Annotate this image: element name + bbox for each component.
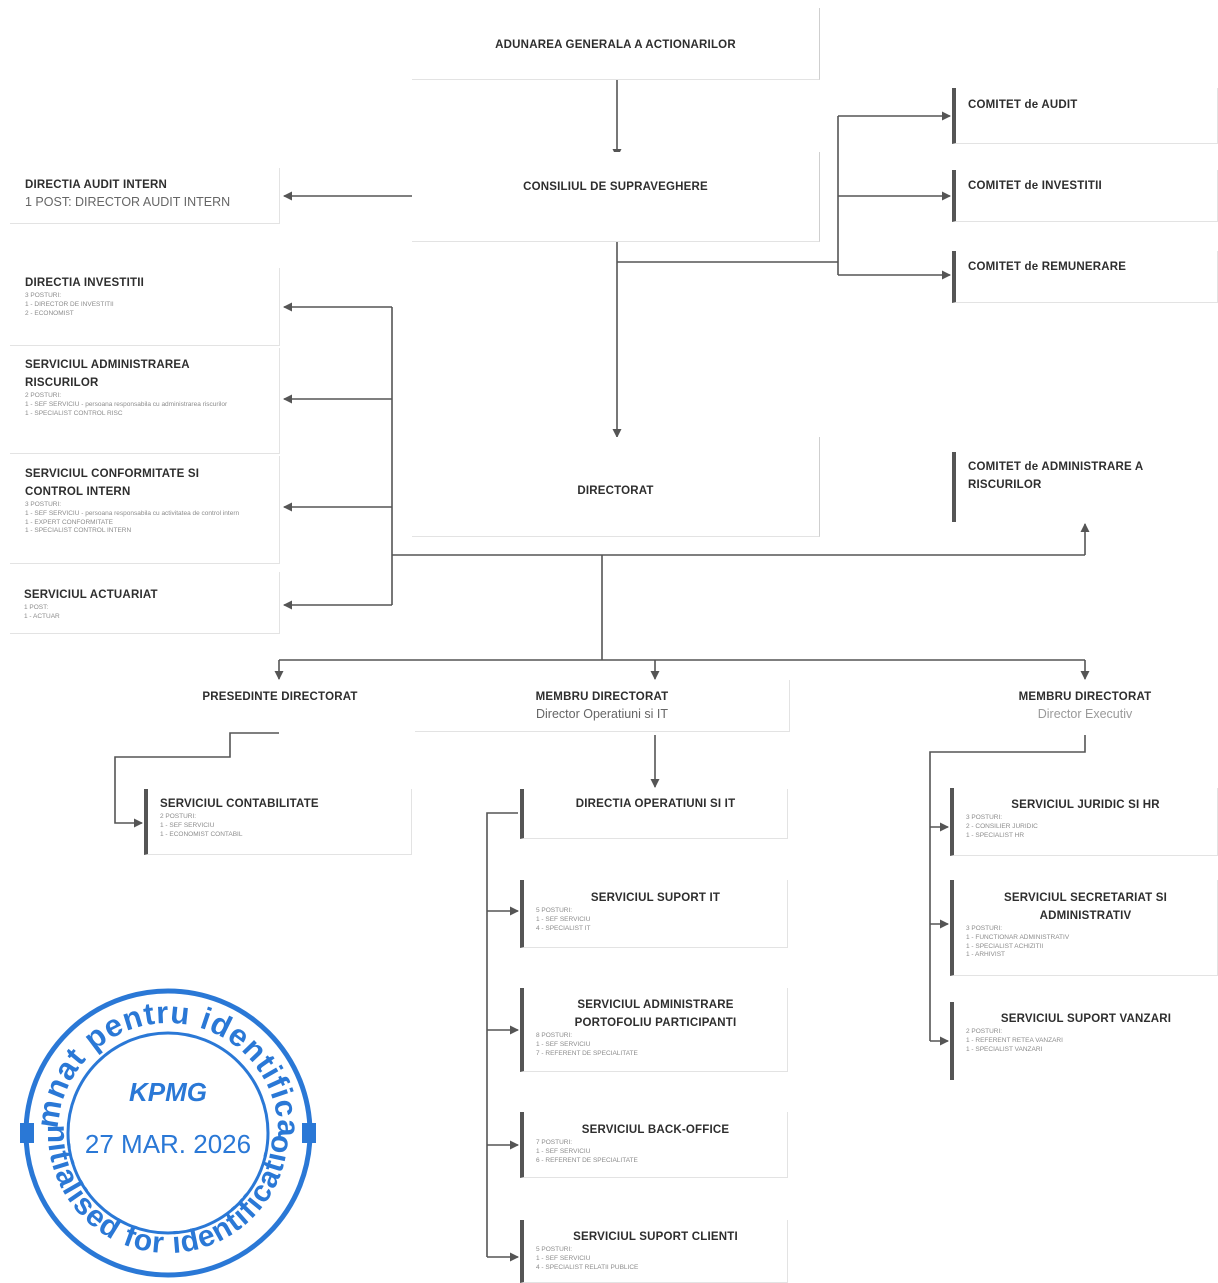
member-ops-box: MEMBRU DIRECTORAT Director Operatiuni si…	[415, 680, 790, 732]
member-ops-sub: Director Operatiuni si IT	[536, 707, 668, 721]
secretariat-line: 3 POSTURI:	[966, 925, 1003, 932]
compliance-dept-title: SERVICIUL CONFORMITATE SI CONTROL INTERN	[25, 468, 200, 498]
accounting-line: 2 POSTURI:	[160, 813, 197, 820]
line-exec-bus	[929, 735, 1086, 1041]
invest-dept-box: DIRECTIA INVESTITII 3 POSTURI: 1 - DIREC…	[10, 268, 280, 346]
stamp-top-text: Semnat pentru identificare	[18, 983, 305, 1138]
portfolio-box: SERVICIUL ADMINISTRARE PORTOFOLIU PARTIC…	[520, 988, 788, 1072]
backoffice-line: 7 POSTURI:	[536, 1139, 573, 1146]
backoffice-box: SERVICIUL BACK-OFFICE 7 POSTURI: 1 - SEF…	[520, 1112, 788, 1178]
sales-support-title: SERVICIUL SUPORT VANZARI	[1000, 1013, 1172, 1025]
invest-dept-title: DIRECTIA INVESTITII	[25, 277, 145, 289]
committee-risk-title: COMITET de ADMINISTRARE A RISCURILOR	[968, 461, 1143, 491]
accounting-title: SERVICIUL CONTABILITATE	[160, 798, 319, 810]
secretariat-title: SERVICIUL SECRETARIAT SI ADMINISTRATIV	[1003, 892, 1168, 922]
committee-remuneration-box: COMITET de REMUNERARE	[952, 251, 1218, 303]
sales-support-line: 1 - SPECIALIST VANZARI	[966, 1045, 1043, 1053]
invest-dept-line: 1 - DIRECTOR DE INVESTITII	[25, 300, 114, 308]
client-support-title: SERVICIUL SUPORT CLIENTI	[573, 1231, 738, 1243]
actuarial-dept-line: 1 - ACTUAR	[24, 612, 60, 620]
client-support-line: 5 POSTURI:	[536, 1246, 573, 1253]
sales-support-box: SERVICIUL SUPORT VANZARI 2 POSTURI: 1 - …	[950, 1002, 1218, 1080]
invest-dept-line: 2 - ECONOMIST	[25, 309, 74, 317]
stamp-brand: KPMG	[129, 1077, 207, 1107]
member-exec-box: MEMBRU DIRECTORAT Director Executiv	[990, 680, 1180, 732]
compliance-dept-line: 1 - SEF SERVICIU - persoana responsabila…	[25, 509, 240, 517]
secretariat-line: 1 - FUNCTIONAR ADMINISTRATIV	[966, 933, 1070, 941]
it-support-title: SERVICIUL SUPORT IT	[590, 892, 721, 904]
legal-hr-title: SERVICIUL JURIDIC SI HR	[1011, 799, 1160, 811]
invest-dept-line: 3 POSTURI:	[25, 292, 62, 299]
committee-remuneration-title: COMITET de REMUNERARE	[968, 261, 1127, 273]
secretariat-line: 1 - SPECIALIST ACHIZITII	[966, 942, 1044, 950]
committee-audit-box: COMITET de AUDIT	[952, 88, 1218, 144]
kpmg-stamp: Semnat pentru identificare Initialised f…	[18, 983, 316, 1278]
president-title: PRESEDINTE DIRECTORAT	[202, 691, 358, 703]
committee-risk-box: COMITET de ADMINISTRARE A RISCURILOR	[952, 452, 1218, 522]
actuarial-dept-line: 1 POST:	[24, 604, 49, 611]
compliance-dept-line: 1 - SPECIALIST CONTROL INTERN	[25, 527, 132, 535]
directorate-title: DIRECTORAT	[577, 485, 654, 497]
sales-support-line: 1 - REFERENT RETEA VANZARI	[966, 1036, 1063, 1044]
svg-text:Semnat pentru identificare: Semnat pentru identificare	[18, 983, 306, 1138]
client-support-line: 1 - SEF SERVICIU	[536, 1254, 591, 1262]
backoffice-line: 6 - REFERENT DE SPECIALITATE	[536, 1156, 638, 1164]
board-title: CONSILIUL DE SUPRAVEGHERE	[523, 181, 708, 193]
committee-investments-title: COMITET de INVESTITII	[968, 180, 1102, 192]
portfolio-line: 7 - REFERENT DE SPECIALITATE	[536, 1049, 638, 1057]
secretariat-line: 1 - ARHIVIST	[966, 951, 1006, 959]
portfolio-line: 1 - SEF SERVICIU	[536, 1040, 591, 1048]
client-support-box: SERVICIUL SUPORT CLIENTI 5 POSTURI: 1 - …	[520, 1220, 788, 1283]
risk-dept-line: 1 - SPECIALIST CONTROL RISC	[25, 409, 123, 417]
backoffice-line: 1 - SEF SERVICIU	[536, 1147, 591, 1155]
compliance-dept-line: 3 POSTURI:	[25, 501, 62, 508]
member-exec-title: MEMBRU DIRECTORAT	[1018, 691, 1152, 703]
board-box: CONSILIUL DE SUPRAVEGHERE	[412, 152, 820, 242]
audit-dept-title: DIRECTIA AUDIT INTERN	[25, 179, 167, 191]
compliance-dept-box: SERVICIUL CONFORMITATE SI CONTROL INTERN…	[10, 456, 280, 564]
sales-support-line: 2 POSTURI:	[966, 1028, 1003, 1035]
accounting-line: 1 - ECONOMIST CONTABIL	[160, 830, 243, 838]
actuarial-dept-title: SERVICIUL ACTUARIAT	[24, 589, 158, 601]
line-ops-bus	[486, 812, 518, 1257]
risk-dept-title: SERVICIUL ADMINISTRAREA RISCURILOR	[25, 359, 190, 389]
line-contabilitate	[114, 732, 279, 828]
it-support-line: 4 - SPECIALIST IT	[536, 924, 591, 932]
committee-investments-box: COMITET de INVESTITII	[952, 170, 1218, 222]
risk-dept-line: 1 - SEF SERVICIU - persoana responsabila…	[25, 400, 228, 408]
directorate-box: DIRECTORAT	[412, 437, 820, 537]
client-support-line: 4 - SPECIALIST RELATII PUBLICE	[536, 1263, 639, 1271]
shareholders-box: ADUNAREA GENERALA A ACTIONARILOR	[412, 8, 820, 80]
secretariat-box: SERVICIUL SECRETARIAT SI ADMINISTRATIV 3…	[950, 880, 1218, 976]
committee-audit-title: COMITET de AUDIT	[968, 99, 1078, 111]
risk-dept-line: 2 POSTURI:	[25, 392, 62, 399]
portfolio-title: SERVICIUL ADMINISTRARE PORTOFOLIU PARTIC…	[574, 999, 737, 1029]
backoffice-title: SERVICIUL BACK-OFFICE	[581, 1124, 730, 1136]
accounting-line: 1 - SEF SERVICIU	[160, 821, 215, 829]
actuarial-dept-box: SERVICIUL ACTUARIAT 1 POST: 1 - ACTUAR	[10, 572, 280, 634]
legal-hr-line: 1 - SPECIALIST HR	[966, 831, 1025, 839]
shareholders-title: ADUNAREA GENERALA A ACTIONARILOR	[495, 39, 736, 51]
it-support-line: 1 - SEF SERVICIU	[536, 915, 591, 923]
member-exec-sub: Director Executiv	[1037, 707, 1133, 721]
member-ops-title: MEMBRU DIRECTORAT	[535, 691, 669, 703]
stamp-date: 27 MAR. 2026	[85, 1129, 251, 1159]
accounting-box: SERVICIUL CONTABILITATE 2 POSTURI: 1 - S…	[144, 789, 412, 855]
audit-dept-box: DIRECTIA AUDIT INTERN 1 POST: DIRECTOR A…	[10, 168, 280, 224]
portfolio-line: 8 POSTURI:	[536, 1032, 573, 1039]
legal-hr-box: SERVICIUL JURIDIC SI HR 3 POSTURI: 2 - C…	[950, 788, 1218, 856]
it-support-box: SERVICIUL SUPORT IT 5 POSTURI: 1 - SEF S…	[520, 880, 788, 948]
president-box: PRESEDINTE DIRECTORAT	[190, 680, 370, 732]
legal-hr-line: 2 - CONSILIER JURIDIC	[966, 822, 1038, 830]
audit-dept-sub: 1 POST: DIRECTOR AUDIT INTERN	[25, 195, 231, 209]
it-support-line: 5 POSTURI:	[536, 907, 573, 914]
ops-dir-title: DIRECTIA OPERATIUNI SI IT	[575, 798, 736, 810]
compliance-dept-line: 1 - EXPERT CONFORMITATE	[25, 518, 114, 526]
legal-hr-line: 3 POSTURI:	[966, 814, 1003, 821]
risk-dept-box: SERVICIUL ADMINISTRAREA RISCURILOR 2 POS…	[10, 348, 280, 454]
ops-dir-box: DIRECTIA OPERATIUNI SI IT	[520, 789, 788, 839]
